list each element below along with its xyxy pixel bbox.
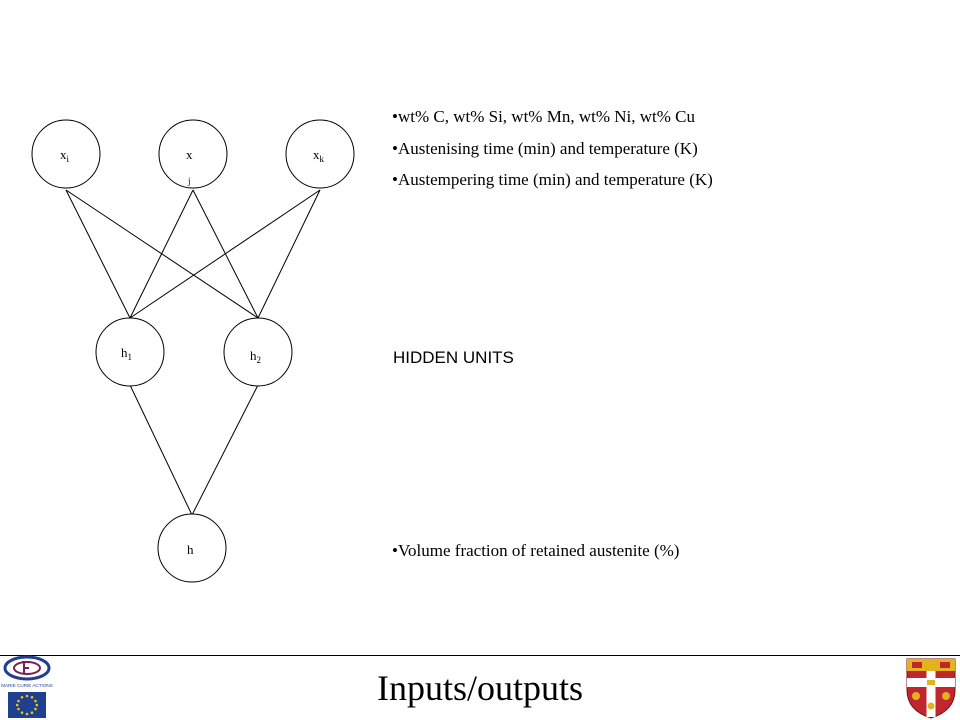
label-x-j-sub: j <box>187 176 191 186</box>
connection-lines <box>65 189 321 516</box>
output-list: Volume fraction of retained austenite (%… <box>392 535 680 567</box>
input-list: wt% C, wt% Si, wt% Mn, wt% Ni, wt% Cu Au… <box>392 101 912 196</box>
node-h <box>157 513 227 583</box>
output-item: Volume fraction of retained austenite (%… <box>392 535 680 567</box>
node-x-i <box>31 119 101 189</box>
marie-curie-eu-logo: MARIE CURIE ACTIONS <box>1 655 53 718</box>
label-h-1-base: h <box>121 345 128 360</box>
input-item: Austenising time (min) and temperature (… <box>392 133 912 165</box>
eu-flag-icon <box>8 692 46 718</box>
label-x-j: x <box>186 147 193 162</box>
label-x-k: xk <box>313 147 325 164</box>
label-x-i-base: x <box>60 147 67 162</box>
node-h-1 <box>95 317 165 387</box>
input-item: Austempering time (min) and temperature … <box>392 164 912 196</box>
hidden-units-label: HIDDEN UNITS <box>393 348 514 367</box>
node-h-2 <box>223 317 293 387</box>
label-x-k-sub: k <box>320 154 325 164</box>
node-x-j <box>158 119 228 189</box>
edge-xk-h1 <box>129 189 321 319</box>
university-crest-icon <box>906 658 956 719</box>
input-item: wt% C, wt% Si, wt% Mn, wt% Ni, wt% Cu <box>392 101 912 133</box>
label-h-1: h1 <box>121 345 132 362</box>
marie-curie-swirl-icon <box>3 655 51 681</box>
neural-network-diagram: xi x j xk h1 h2 h <box>31 119 355 583</box>
edge-xk-h2 <box>257 189 321 319</box>
label-h-1-sub: 1 <box>128 352 133 362</box>
edge-xj-h1 <box>129 189 194 319</box>
label-h-2: h2 <box>250 348 261 365</box>
label-x-k-base: x <box>313 147 320 162</box>
node-labels: xi x j xk h1 h2 h <box>60 147 325 557</box>
label-x-i-sub: i <box>67 154 70 164</box>
label-x-j-base: x <box>186 147 193 162</box>
marie-curie-text: MARIE CURIE ACTIONS <box>1 683 53 688</box>
label-h-2-base: h <box>250 348 257 363</box>
label-x-i: xi <box>60 147 70 164</box>
edge-h2-h <box>191 384 259 516</box>
label-h-output: h <box>187 542 194 557</box>
node-x-k <box>285 119 355 189</box>
label-h-2-sub: 2 <box>257 355 262 365</box>
node-circles <box>31 119 355 583</box>
edge-h1-h <box>129 384 193 516</box>
footer-divider <box>0 655 960 656</box>
slide-title: Inputs/outputs <box>376 668 583 708</box>
edge-xi-h1 <box>65 189 131 319</box>
